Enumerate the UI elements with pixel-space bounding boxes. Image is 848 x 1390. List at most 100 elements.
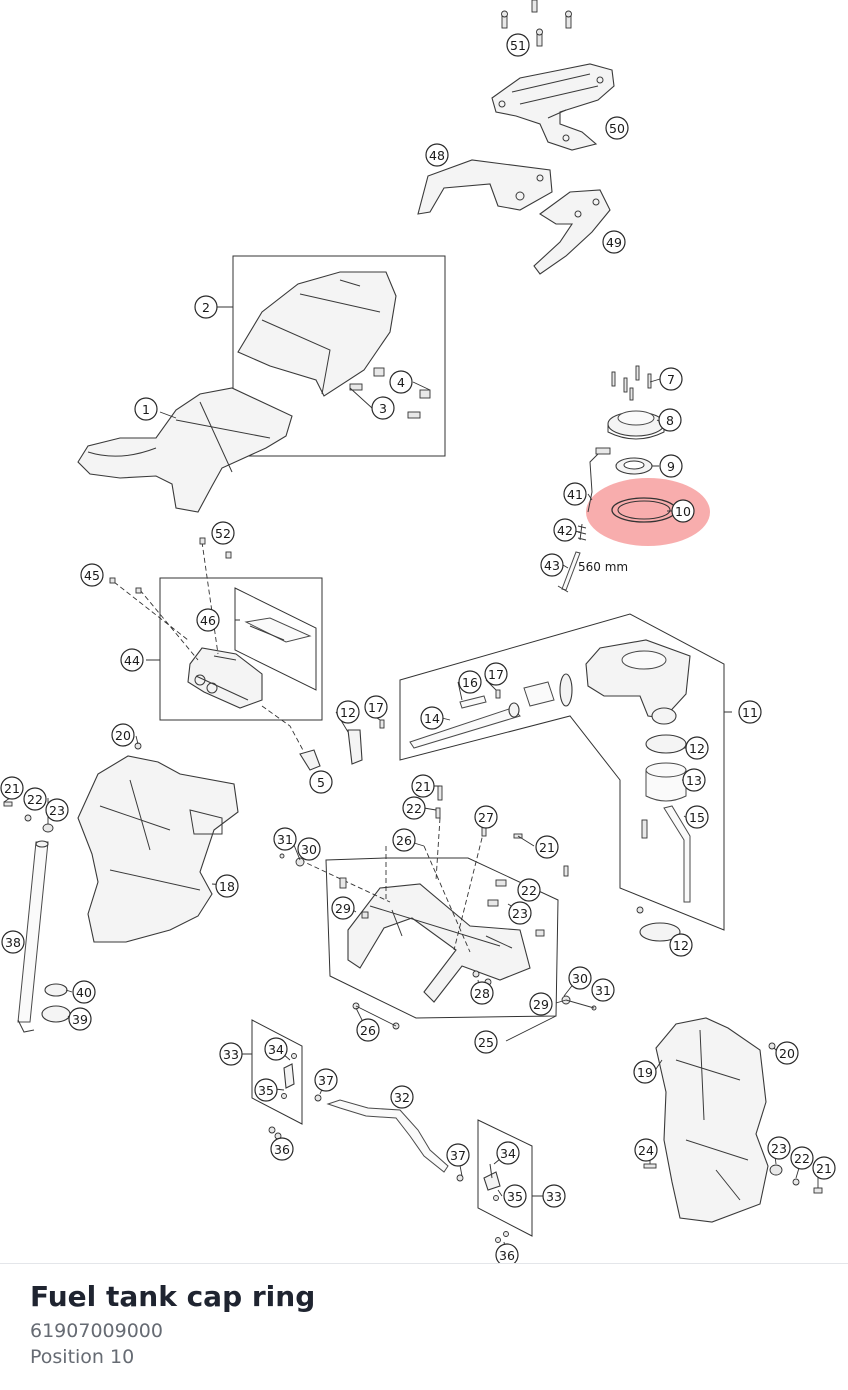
hose-15 xyxy=(663,805,691,903)
callout-label: 45 xyxy=(84,568,100,583)
callout-35[interactable]: 35 xyxy=(254,1078,278,1102)
callout-20[interactable]: 20 xyxy=(111,723,135,747)
callout-22[interactable]: 22 xyxy=(790,1146,814,1170)
hose-14 xyxy=(409,707,521,749)
callout-11[interactable]: 11 xyxy=(738,700,762,724)
callout-49[interactable]: 49 xyxy=(602,230,626,254)
callout-1[interactable]: 1 xyxy=(134,397,158,421)
callout-12[interactable]: 12 xyxy=(669,933,693,957)
callout-2[interactable]: 2 xyxy=(194,295,218,319)
callout-label: 27 xyxy=(478,810,494,825)
callout-37[interactable]: 37 xyxy=(446,1143,470,1167)
callout-35[interactable]: 35 xyxy=(503,1184,527,1208)
callout-34[interactable]: 34 xyxy=(496,1141,520,1165)
frame-sensor-33-left xyxy=(251,1019,303,1125)
callout-label: 12 xyxy=(673,938,689,953)
callout-27[interactable]: 27 xyxy=(474,805,498,829)
callout-32[interactable]: 32 xyxy=(390,1085,414,1109)
callout-label: 11 xyxy=(742,705,758,720)
callout-label: 21 xyxy=(539,840,555,855)
callout-29[interactable]: 29 xyxy=(331,896,355,920)
callout-36[interactable]: 36 xyxy=(270,1137,294,1161)
callout-label: 15 xyxy=(689,810,705,825)
callout-9[interactable]: 9 xyxy=(659,454,683,478)
callout-21[interactable]: 21 xyxy=(0,776,24,800)
callout-51[interactable]: 51 xyxy=(506,33,530,57)
callout-48[interactable]: 48 xyxy=(425,143,449,167)
callout-26[interactable]: 26 xyxy=(392,828,416,852)
callout-label: 13 xyxy=(686,773,702,788)
callout-17[interactable]: 17 xyxy=(484,662,508,686)
callout-23[interactable]: 23 xyxy=(45,798,69,822)
callout-31[interactable]: 31 xyxy=(273,827,297,851)
callout-14[interactable]: 14 xyxy=(420,706,444,730)
callout-label: 20 xyxy=(779,1046,795,1061)
callout-5[interactable]: 5 xyxy=(309,770,333,794)
callout-38[interactable]: 38 xyxy=(1,930,25,954)
callout-label: 35 xyxy=(507,1189,523,1204)
callout-17[interactable]: 17 xyxy=(364,695,388,719)
callout-3[interactable]: 3 xyxy=(371,396,395,420)
callout-13[interactable]: 13 xyxy=(682,768,706,792)
callout-8[interactable]: 8 xyxy=(658,408,682,432)
fuel-tank-cap-8 xyxy=(607,410,665,440)
callout-23[interactable]: 23 xyxy=(508,901,532,925)
callout-19[interactable]: 19 xyxy=(633,1060,657,1084)
part-title: Fuel tank cap ring xyxy=(30,1280,316,1313)
frame-sensor-33-right xyxy=(477,1119,533,1237)
callout-22[interactable]: 22 xyxy=(517,878,541,902)
callout-39[interactable]: 39 xyxy=(68,1007,92,1031)
callout-label: 34 xyxy=(268,1042,284,1057)
callout-31[interactable]: 31 xyxy=(591,978,615,1002)
bolt-group-51 xyxy=(501,0,572,47)
callout-21[interactable]: 21 xyxy=(812,1156,836,1180)
callout-20[interactable]: 20 xyxy=(775,1041,799,1065)
callout-44[interactable]: 44 xyxy=(120,648,144,672)
callout-24[interactable]: 24 xyxy=(634,1138,658,1162)
callout-21[interactable]: 21 xyxy=(535,835,559,859)
callout-34[interactable]: 34 xyxy=(264,1037,288,1061)
callout-7[interactable]: 7 xyxy=(659,367,683,391)
callout-50[interactable]: 50 xyxy=(605,116,629,140)
callout-15[interactable]: 15 xyxy=(685,805,709,829)
callout-42[interactable]: 42 xyxy=(553,518,577,542)
callout-33[interactable]: 33 xyxy=(219,1042,243,1066)
callout-36[interactable]: 36 xyxy=(495,1243,519,1263)
callout-41[interactable]: 41 xyxy=(563,482,587,506)
callout-52[interactable]: 52 xyxy=(211,521,235,545)
callout-30[interactable]: 30 xyxy=(297,837,321,861)
passenger-seat-2 xyxy=(237,271,397,397)
callout-12[interactable]: 12 xyxy=(336,700,360,724)
callout-40[interactable]: 40 xyxy=(72,980,96,1004)
callout-46[interactable]: 46 xyxy=(196,608,220,632)
callout-label: 8 xyxy=(666,413,674,428)
callout-4[interactable]: 4 xyxy=(389,370,413,394)
callout-33[interactable]: 33 xyxy=(542,1184,566,1208)
callout-26[interactable]: 26 xyxy=(356,1018,380,1042)
frame-seat-group xyxy=(232,255,446,457)
airbox-44 xyxy=(187,647,263,709)
callout-label: 36 xyxy=(499,1248,515,1263)
callout-30[interactable]: 30 xyxy=(568,966,592,990)
callout-22[interactable]: 22 xyxy=(402,796,426,820)
callout-21[interactable]: 21 xyxy=(411,774,435,798)
callout-10[interactable]: 10 xyxy=(671,499,695,523)
callout-label: 12 xyxy=(340,705,356,720)
grab-handle-49 xyxy=(533,189,611,275)
callout-18[interactable]: 18 xyxy=(215,874,239,898)
callout-label: 22 xyxy=(794,1151,810,1166)
callout-12[interactable]: 12 xyxy=(685,736,709,760)
callout-16[interactable]: 16 xyxy=(458,670,482,694)
callout-label: 35 xyxy=(258,1083,274,1098)
callout-29[interactable]: 29 xyxy=(529,992,553,1016)
frame-airbox-group xyxy=(159,577,323,721)
callout-23[interactable]: 23 xyxy=(767,1136,791,1160)
callout-label: 37 xyxy=(318,1073,334,1088)
callout-25[interactable]: 25 xyxy=(474,1030,498,1054)
callout-28[interactable]: 28 xyxy=(470,981,494,1005)
callout-43[interactable]: 43 xyxy=(540,553,564,577)
callout-45[interactable]: 45 xyxy=(80,563,104,587)
callout-37[interactable]: 37 xyxy=(314,1068,338,1092)
callout-label: 50 xyxy=(609,121,625,136)
callout-22[interactable]: 22 xyxy=(23,787,47,811)
